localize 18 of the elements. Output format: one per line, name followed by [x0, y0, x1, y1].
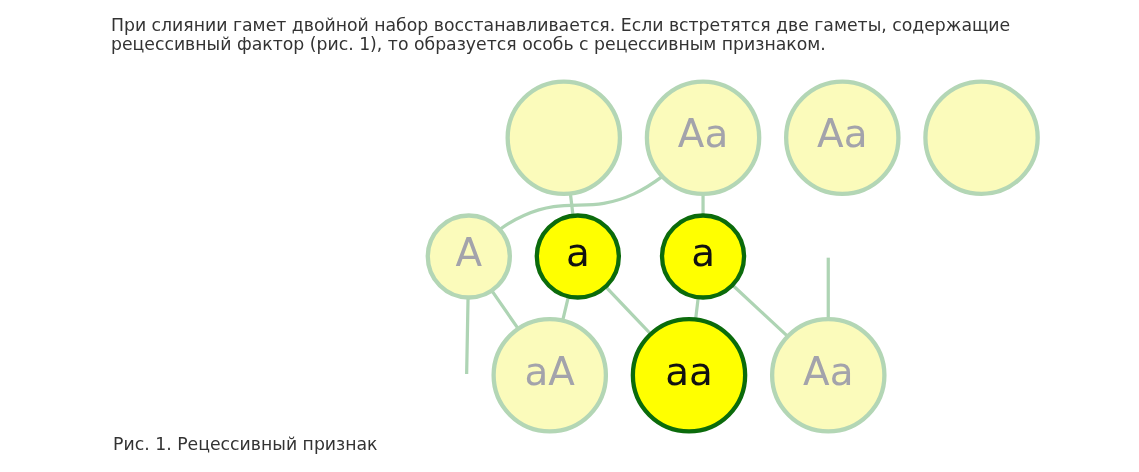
- connector: [826, 257, 830, 319]
- node-circle: Aa: [769, 316, 887, 434]
- node-circle: [922, 79, 1040, 197]
- node-circle: Aa: [644, 79, 761, 197]
- connector: [731, 284, 789, 338]
- node-circle: aA: [490, 316, 608, 434]
- label: При слиянии гамет двойной набор восстанавливается. Если встретятся две гаметы, содержащие рецессивный фактор (рис. 1), то образуется особь с рецессивным признаком.: [110, 14, 1010, 55]
- connector: [603, 285, 652, 336]
- node-circle: a: [534, 213, 621, 300]
- connector: [489, 289, 519, 330]
- node-circle: A: [425, 213, 512, 300]
- caption: Рис. 1. Рецессивный признак: [112, 433, 378, 454]
- node-circle: Aa: [783, 79, 901, 197]
- node-circle: aa: [630, 316, 747, 434]
- node-circle: [505, 79, 622, 197]
- connector: [693, 297, 700, 320]
- node-circle: a: [659, 213, 746, 300]
- connector: [498, 175, 663, 231]
